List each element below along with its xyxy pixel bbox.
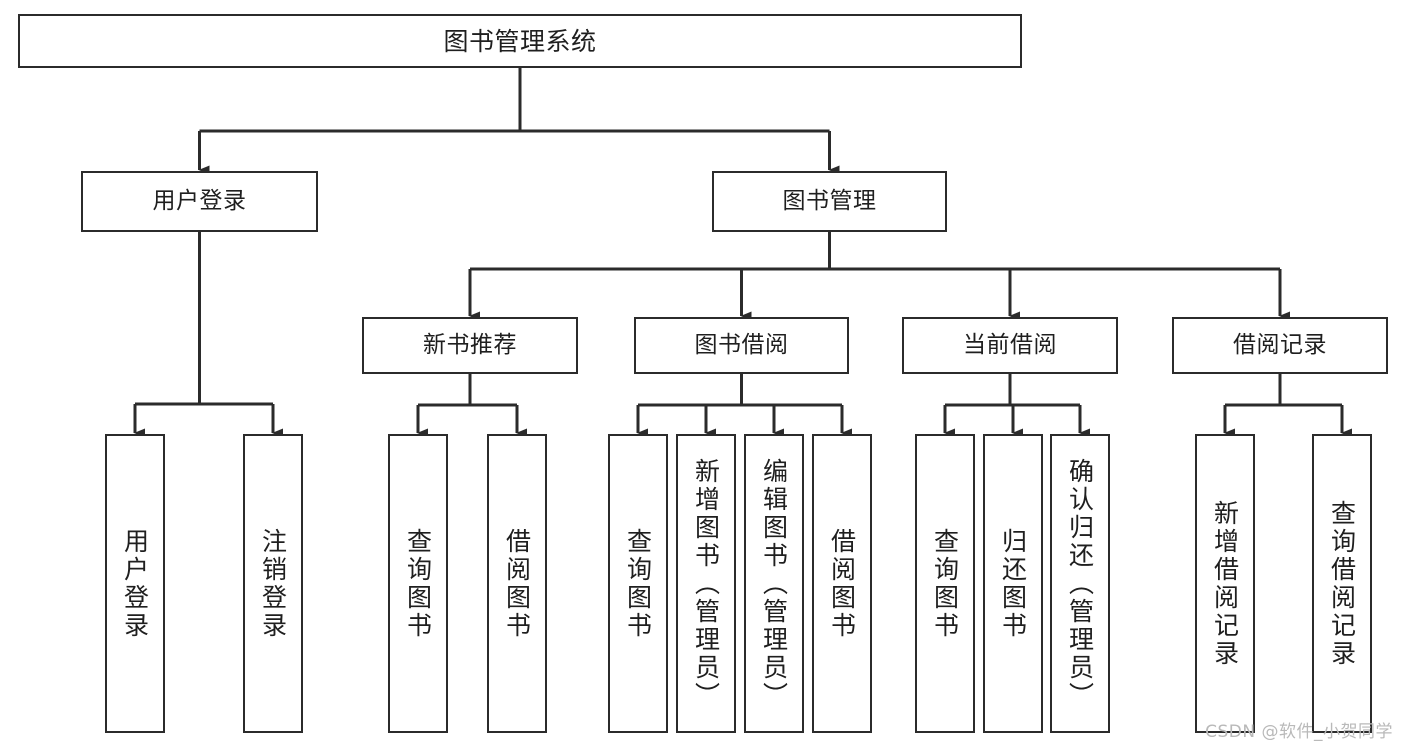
node-l2-0[interactable]: 用户登录 <box>81 171 318 232</box>
node-leaf-10[interactable]: 确认归还（管理员） <box>1050 434 1110 733</box>
node-l2-1[interactable]: 图书管理 <box>712 171 947 232</box>
node-label: 图书管理 <box>782 188 877 215</box>
node-label: 编辑图书（管理员） <box>759 457 789 710</box>
node-leaf-7[interactable]: 借阅图书 <box>812 434 872 733</box>
node-leaf-2[interactable]: 查询图书 <box>388 434 448 733</box>
node-label: 借阅图书 <box>827 527 857 640</box>
node-l3-0[interactable]: 新书推荐 <box>362 317 578 374</box>
node-leaf-9[interactable]: 归还图书 <box>983 434 1043 733</box>
node-l3-3[interactable]: 借阅记录 <box>1172 317 1388 374</box>
node-l3-1[interactable]: 图书借阅 <box>634 317 849 374</box>
node-label: 注销登录 <box>258 527 288 640</box>
node-label: 图书管理系统 <box>443 26 597 56</box>
node-leaf-5[interactable]: 新增图书（管理员） <box>676 434 736 733</box>
node-label: 借阅记录 <box>1233 332 1327 359</box>
connector-edges <box>133 68 1352 438</box>
node-label: 用户登录 <box>120 527 150 640</box>
node-label: 查询图书 <box>623 527 653 640</box>
node-leaf-4[interactable]: 查询图书 <box>608 434 668 733</box>
node-leaf-6[interactable]: 编辑图书（管理员） <box>744 434 804 733</box>
node-root[interactable]: 图书管理系统 <box>18 14 1022 68</box>
node-leaf-12[interactable]: 查询借阅记录 <box>1312 434 1372 733</box>
node-leaf-1[interactable]: 注销登录 <box>243 434 303 733</box>
node-leaf-0[interactable]: 用户登录 <box>105 434 165 733</box>
node-label: 新增图书（管理员） <box>691 457 721 710</box>
node-label: 用户登录 <box>152 188 247 215</box>
node-l3-2[interactable]: 当前借阅 <box>902 317 1118 374</box>
node-label: 查询借阅记录 <box>1327 499 1357 668</box>
node-label: 新增借阅记录 <box>1210 499 1240 668</box>
node-label: 图书借阅 <box>694 332 789 359</box>
node-label: 当前借阅 <box>963 332 1057 359</box>
node-leaf-8[interactable]: 查询图书 <box>915 434 975 733</box>
node-label: 查询图书 <box>930 527 960 640</box>
node-leaf-11[interactable]: 新增借阅记录 <box>1195 434 1255 733</box>
node-leaf-3[interactable]: 借阅图书 <box>487 434 547 733</box>
node-label: 确认归还（管理员） <box>1065 457 1095 710</box>
node-label: 借阅图书 <box>502 527 532 640</box>
node-label: 查询图书 <box>403 527 433 640</box>
node-label: 新书推荐 <box>423 332 517 359</box>
node-label: 归还图书 <box>998 527 1028 640</box>
